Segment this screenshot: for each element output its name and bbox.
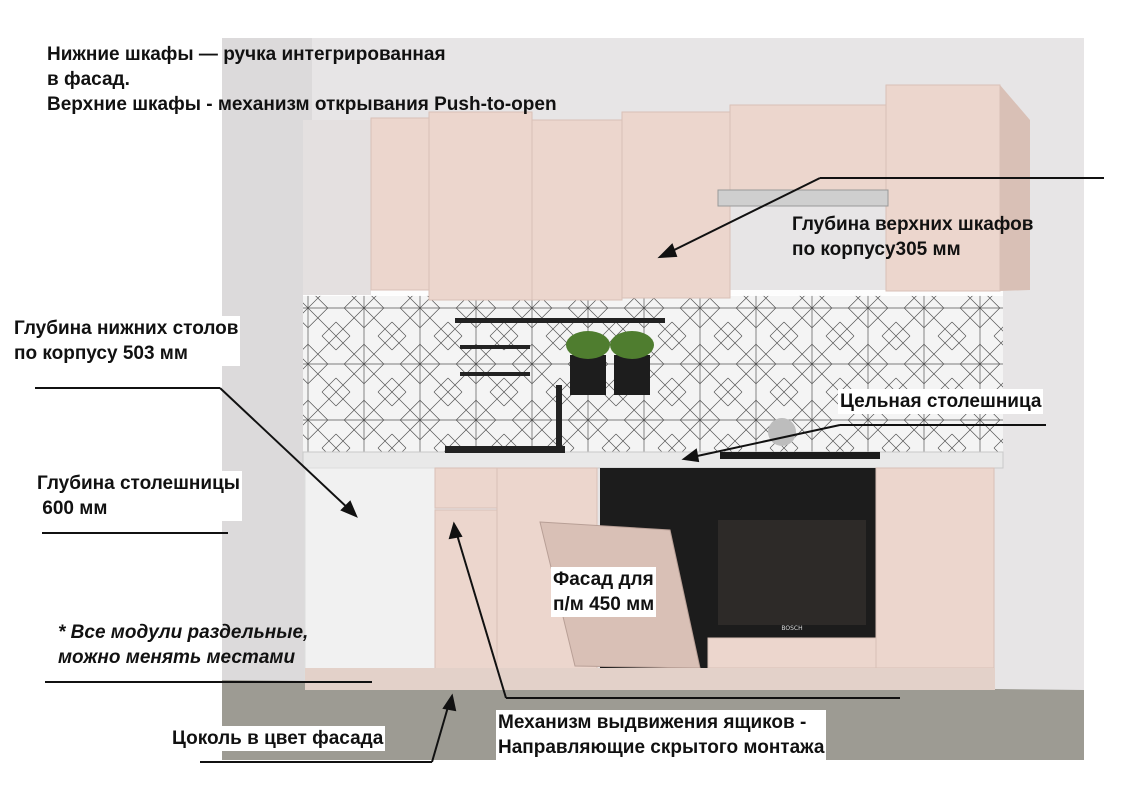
kettle [768,418,796,446]
upper-depth-annotation: Глубина верхних шкафов по корпусу305 мм [790,212,1035,262]
handles-line-2: в фасад. [47,69,130,90]
lower-depth-annotation: Глубина нижних столов по корпусу 503 мм [12,316,241,366]
countertop-depth-annotation: Глубина столешницы 600 мм [35,471,242,521]
dishwasher-facade-annotation: Фасад для п/м 450 мм [551,567,657,617]
lower-depth-line-2: по корпусу 503 мм [14,343,188,364]
handles-annotation: Нижние шкафы — ручка интегрированная в ф… [45,42,559,117]
upper-depth-line-1: Глубина верхних шкафов [792,214,1034,235]
upper-depth-line-2: по корпусу305 мм [792,239,961,260]
countertop [302,451,1004,469]
lower-depth-line-1: Глубина нижних столов [14,318,239,339]
lower-cabinets [304,467,995,690]
modules-note-line-1: * Все модули раздельные, [58,622,309,643]
modules-note: * Все модули раздельные, можно менять ме… [58,620,308,670]
drawer-mechanism-annotation: Механизм выдвижения ящиков - Направляющи… [496,710,827,760]
drawer-mechanism-line-2: Направляющие скрытого монтажа [498,737,825,758]
countertop-depth-line-1: Глубина столешницы [37,473,240,494]
countertop-solid-annotation: Цельная столешница [838,389,1044,414]
drawer-mechanism-line-1: Механизм выдвижения ящиков - [498,712,807,733]
hob [720,452,880,459]
handles-line-3: Верхние шкафы - механизм открывания Push… [47,94,557,115]
plinth-text: Цоколь в цвет фасада [172,728,384,749]
faucet [556,385,562,447]
sink [445,446,565,453]
upper-cabinets [303,84,1030,301]
dishwasher-facade-line-1: Фасад для [553,569,654,590]
modules-note-line-2: можно менять местами [58,647,296,668]
wall-rail [455,318,665,395]
plinth-annotation: Цоколь в цвет фасада [170,726,386,751]
countertop-depth-line-2: 600 мм [37,498,108,519]
annotation-lines [35,177,1104,763]
dishwasher-facade-line-2: п/м 450 мм [553,594,655,615]
left-wall [222,38,312,728]
countertop-solid-text: Цельная столешница [840,391,1042,412]
plinth [305,668,995,690]
oven-brand: BOSCH [781,625,802,632]
handles-line-1: Нижние шкафы — ручка интегрированная [47,44,446,65]
